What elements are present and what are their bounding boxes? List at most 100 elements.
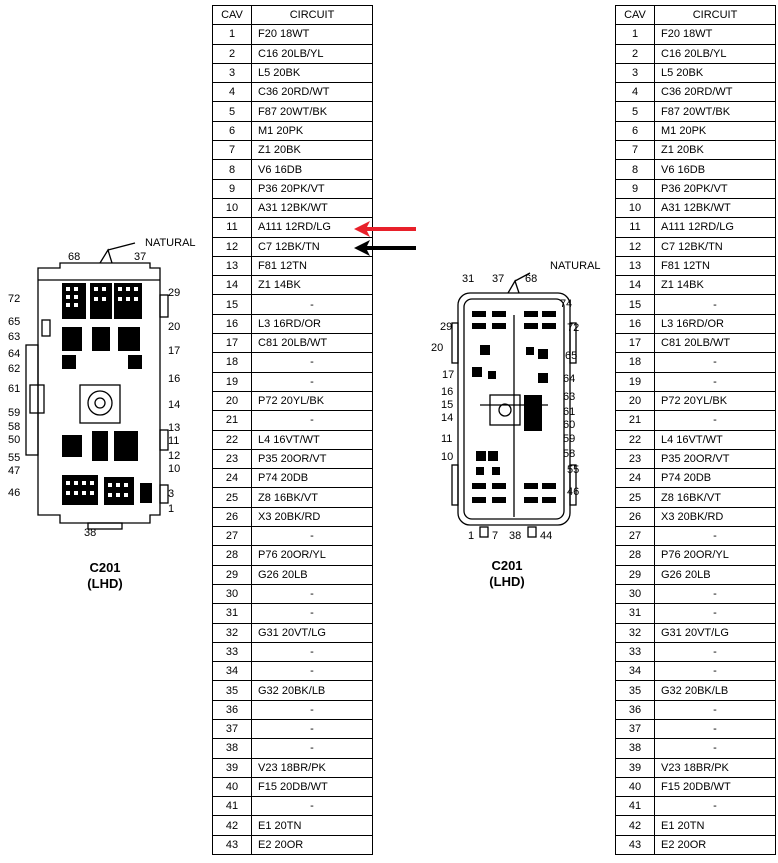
circuit-cell: - [654,371,776,392]
pin-label: 16 [441,386,454,398]
cav-cell: 28 [615,545,655,566]
circuit-cell: - [654,738,776,759]
cav-cell: 31 [212,603,252,624]
circuit-cell: - [654,526,776,547]
table-row: 33- [212,641,373,663]
pin-label: 65 [8,316,21,328]
cav-cell: 35 [615,680,655,701]
pin-label: 44 [540,530,553,542]
caption-name: C201 [89,560,121,575]
cav-cell: 42 [615,815,655,836]
circuit-cell: Z1 14BK [654,275,776,296]
table-row: 18- [212,352,373,373]
pin-label: 13 [168,422,181,434]
cav-cell: 33 [615,641,655,663]
cav-cell: 16 [615,313,655,335]
circuit-cell: - [654,410,776,431]
cav-cell: 3 [212,62,252,84]
circuit-cell: M1 20PK [251,120,373,142]
connector-face-right-icon [451,272,577,538]
circuit-cell: G32 20BK/LB [654,680,776,701]
cav-cell: 32 [615,622,655,643]
table-row: 34- [615,661,776,682]
caption-side: (LHD) [489,574,525,589]
circuit-cell: Z1 20BK [251,140,373,161]
circuit-cell: - [654,641,776,663]
circuit-cell: - [251,526,373,547]
circuit-cell: - [654,352,776,373]
cav-cell: 25 [212,487,252,508]
table-row: 36- [615,699,776,720]
header-circuit: CIRCUIT [654,4,776,26]
cav-cell: 34 [212,661,252,682]
circuit-cell: L3 16RD/OR [251,313,373,335]
circuit-cell: G32 20BK/LB [251,680,373,701]
circuit-cell: G31 20VT/LG [654,622,776,643]
circuit-cell: - [251,352,373,373]
cav-cell: 19 [212,371,252,392]
table-row: 30- [615,583,776,605]
pin-label: 37 [134,251,147,263]
circuit-cell: P74 20DB [251,468,373,489]
circuit-cell: Z1 14BK [251,275,373,296]
table-row: 38- [212,738,373,759]
pin-label: 50 [8,434,21,446]
cav-cell: 7 [615,140,655,161]
circuit-cell: A31 12BK/WT [654,197,776,219]
pin-label: 11 [441,433,453,445]
pin-label: 29 [168,287,181,299]
cav-cell: 24 [615,468,655,489]
cav-cell: 26 [615,506,655,528]
cav-cell: 20 [212,390,252,412]
table-row: 31- [615,603,776,624]
header-cav: CAV [615,4,655,26]
circuit-cell: C81 20LB/WT [654,333,776,354]
circuit-cell: - [251,641,373,663]
cav-cell: 14 [615,275,655,296]
circuit-cell: V23 18BR/PK [251,757,373,778]
circuit-cell: C16 20LB/YL [654,43,776,64]
cav-cell: 31 [615,603,655,624]
cav-cell: 21 [615,410,655,431]
circuit-cell: - [654,718,776,740]
pin-label: 46 [567,486,580,498]
cav-cell: 17 [212,333,252,354]
cav-cell: 38 [212,738,252,759]
table-row: 19- [615,371,776,392]
cav-cell: 1 [615,24,655,45]
circuit-cell: - [654,661,776,682]
circuit-cell: L3 16RD/OR [654,313,776,335]
cav-cell: 35 [212,680,252,701]
circuit-cell: - [251,371,373,392]
cav-cell: 43 [615,834,655,856]
table-row: 41- [615,796,776,817]
cav-cell: 12 [212,236,252,257]
circuit-cell: - [251,661,373,682]
circuit-cell: - [654,603,776,624]
pin-label: 38 [509,530,522,542]
circuit-cell: P74 20DB [654,468,776,489]
pin-label: 59 [8,407,21,419]
pin-label: 72 [8,293,21,305]
pin-label: 58 [563,448,576,460]
pin-label: 17 [442,369,455,381]
cav-cell: 6 [212,120,252,142]
circuit-cell: E1 20TN [251,815,373,836]
pin-label: 72 [567,322,580,334]
circuit-cell: C36 20RD/WT [654,82,776,103]
